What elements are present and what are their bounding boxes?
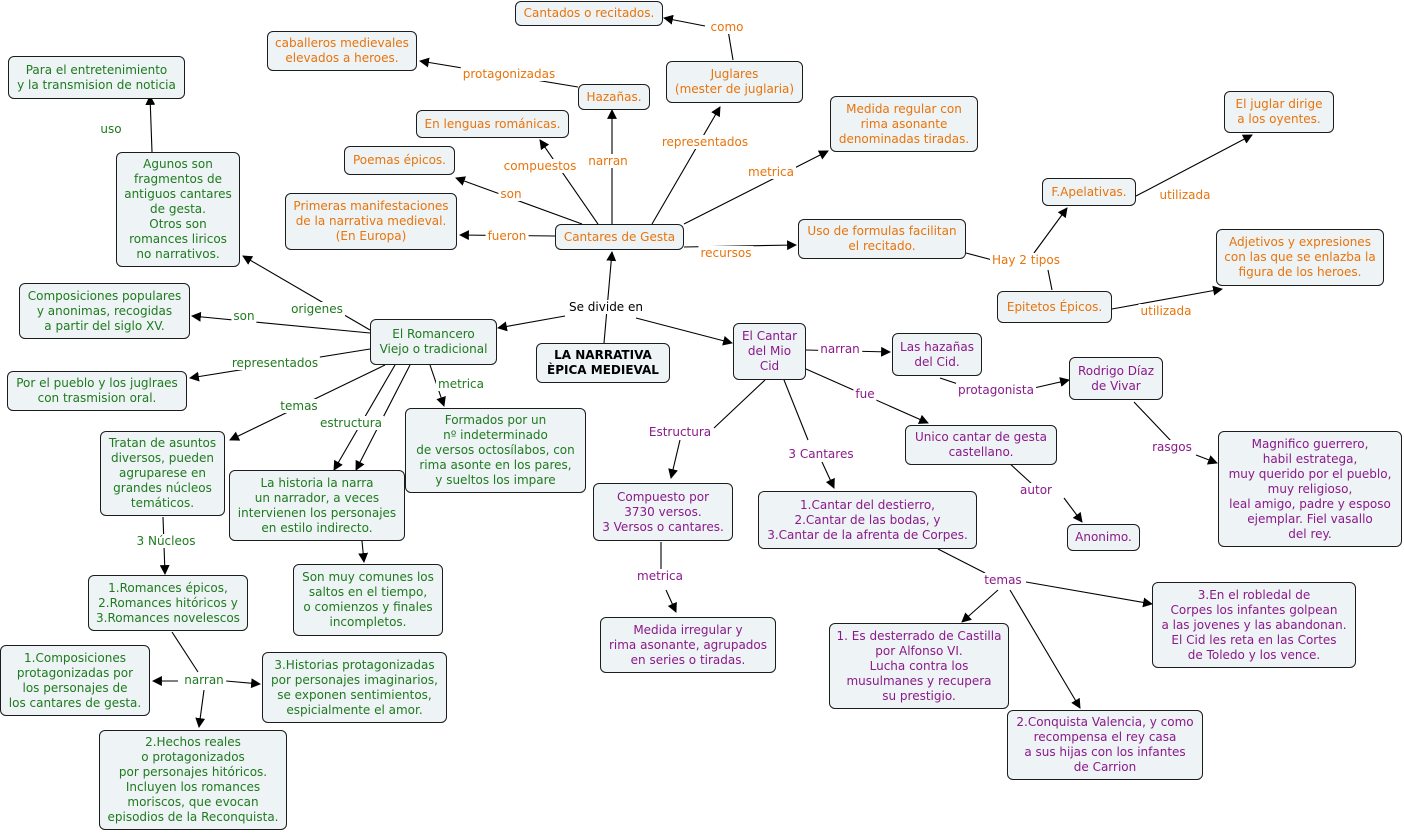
formados-node: Formados por un nº indeterminado de vers… [405,408,586,493]
cantados-node: Cantados o recitados. [515,1,663,26]
link-son-top: son [498,187,524,201]
link-estructura-cid: Estructura [646,425,714,439]
comp-protag-node: 1.Composiciones protagonizadas por los p… [0,645,150,716]
saltos-node: Son muy comunes los saltos en el tiempo,… [293,564,443,636]
uso-formulas-node: Uso de formulas facilitan el recitado. [798,219,966,259]
link-como: como [708,20,746,34]
link-autor: autor [1018,483,1054,497]
link-utilizada-1: utilizada [1157,188,1213,202]
entretenimiento-node: Para el entretenimiento y la transmision… [8,56,185,99]
primeras-node: Primeras manifestaciones de la narrativa… [285,193,457,250]
poemas-node: Poemas épicos. [344,146,455,175]
link-narran-top: narran [586,154,630,168]
hazanas-node: Hazañas. [578,84,650,110]
link-protagonista: protagonista [956,383,1036,397]
tres-cantares-node: 1.Cantar del destierro, 2.Cantar de las … [758,491,977,549]
valencia-node: 2.Conquista Valencia, y como recompensa … [1007,710,1203,780]
tratan-node: Tratan de asuntos diversos, pueden agrup… [100,431,225,516]
juglares-node: Juglares (mester de juglaria) [666,61,803,103]
composiciones-pop-node: Composiciones populares y anonimas, reco… [19,283,190,339]
link-compuestos: compuestos [501,159,579,173]
juglar-dirige-node: El juglar dirige a los oyentes. [1224,91,1334,133]
link-temas-left: temas [278,399,320,413]
link-fue: fue [853,387,877,401]
link-uso: uso [98,122,124,136]
link-fueron: fueron [485,229,529,243]
link-metrica-left: metrica [436,377,486,391]
link-rasgos: rasgos [1150,440,1194,454]
link-narran-left: narran [182,673,226,687]
link-estructura-left: estructura [317,416,385,430]
lenguas-node: En lenguas románicas. [416,110,569,138]
link-recursos: recursos [698,246,754,260]
desterrado-node: 1. Es desterrado de Castilla por Alfonso… [829,623,1009,709]
link-representados-left: representados [229,356,321,370]
f-apelativas-node: F.Apelativas. [1042,178,1136,206]
cantares-gesta-node: Cantares de Gesta [555,224,684,250]
link-3-nucleos: 3 Núcleos [134,534,198,548]
hechos-reales-node: 2.Hechos reales o protagonizados por per… [99,730,287,830]
hazanas-cid-node: Las hazañas del Cid. [892,333,982,376]
romancero-node: El Romancero Viejo o tradicional [370,319,497,365]
tipos-romances-node: 1.Romances épicos, 2.Romances hitóricos … [88,575,248,631]
robledal-node: 3.En el robledal de Corpes los infantes … [1152,582,1356,668]
link-son-left: son [231,309,257,323]
pueblo-node: Por el pueblo y los juglraes con trasmis… [7,371,187,411]
unico-cantar-node: Unico cantar de gesta castellano. [905,425,1057,465]
root-node: LA NARRATIVA ÈPICA MEDIEVAL [536,343,670,383]
medida-irregular-node: Medida irregular y rima asonante, agrupa… [600,617,776,673]
link-metrica-top: metrica [746,165,796,179]
historias-imag-node: 3.Historias protagonizadas por personaje… [262,652,447,723]
historia-narra-node: La historia la narra un narrador, a vece… [229,470,405,541]
adjetivos-node: Adjetivos y expresiones con las que se e… [1216,229,1384,286]
agunos-node: Agunos son fragmentos de antiguos cantar… [116,152,240,267]
cantar-mio-cid-node: El Cantar del Mio Cid [733,323,806,380]
rodrigo-node: Rodrigo Díaz de Vivar [1069,357,1163,400]
link-temas-cid: temas [982,573,1024,587]
caballeros-node: caballeros medievales elevados a heroes. [267,31,417,71]
anonimo-node: Anonimo. [1067,524,1140,551]
compuesto-node: Compuesto por 3730 versos. 3 Versos o ca… [593,483,733,541]
link-representados-top: representados [659,135,751,149]
link-origenes: origenes [289,302,345,316]
link-narran-cid: narran [818,342,862,356]
magnifico-node: Magnifico guerrero, habil estratega, muy… [1218,431,1402,547]
link-protagonizadas: protagonizadas [460,67,558,81]
link-hay-2-tipos: Hay 2 tipos [990,253,1062,267]
link-utilizada-2: utilizada [1138,304,1194,318]
epitetos-node: Epitetos Épicos. [997,291,1112,323]
medida-regular-node: Medida regular con rima asonante denomin… [830,96,978,152]
link-metrica-cid: metrica [635,569,685,583]
link-se-divide-en: Se divide en [566,300,646,314]
link-3-cantares: 3 Cantares [786,447,856,461]
